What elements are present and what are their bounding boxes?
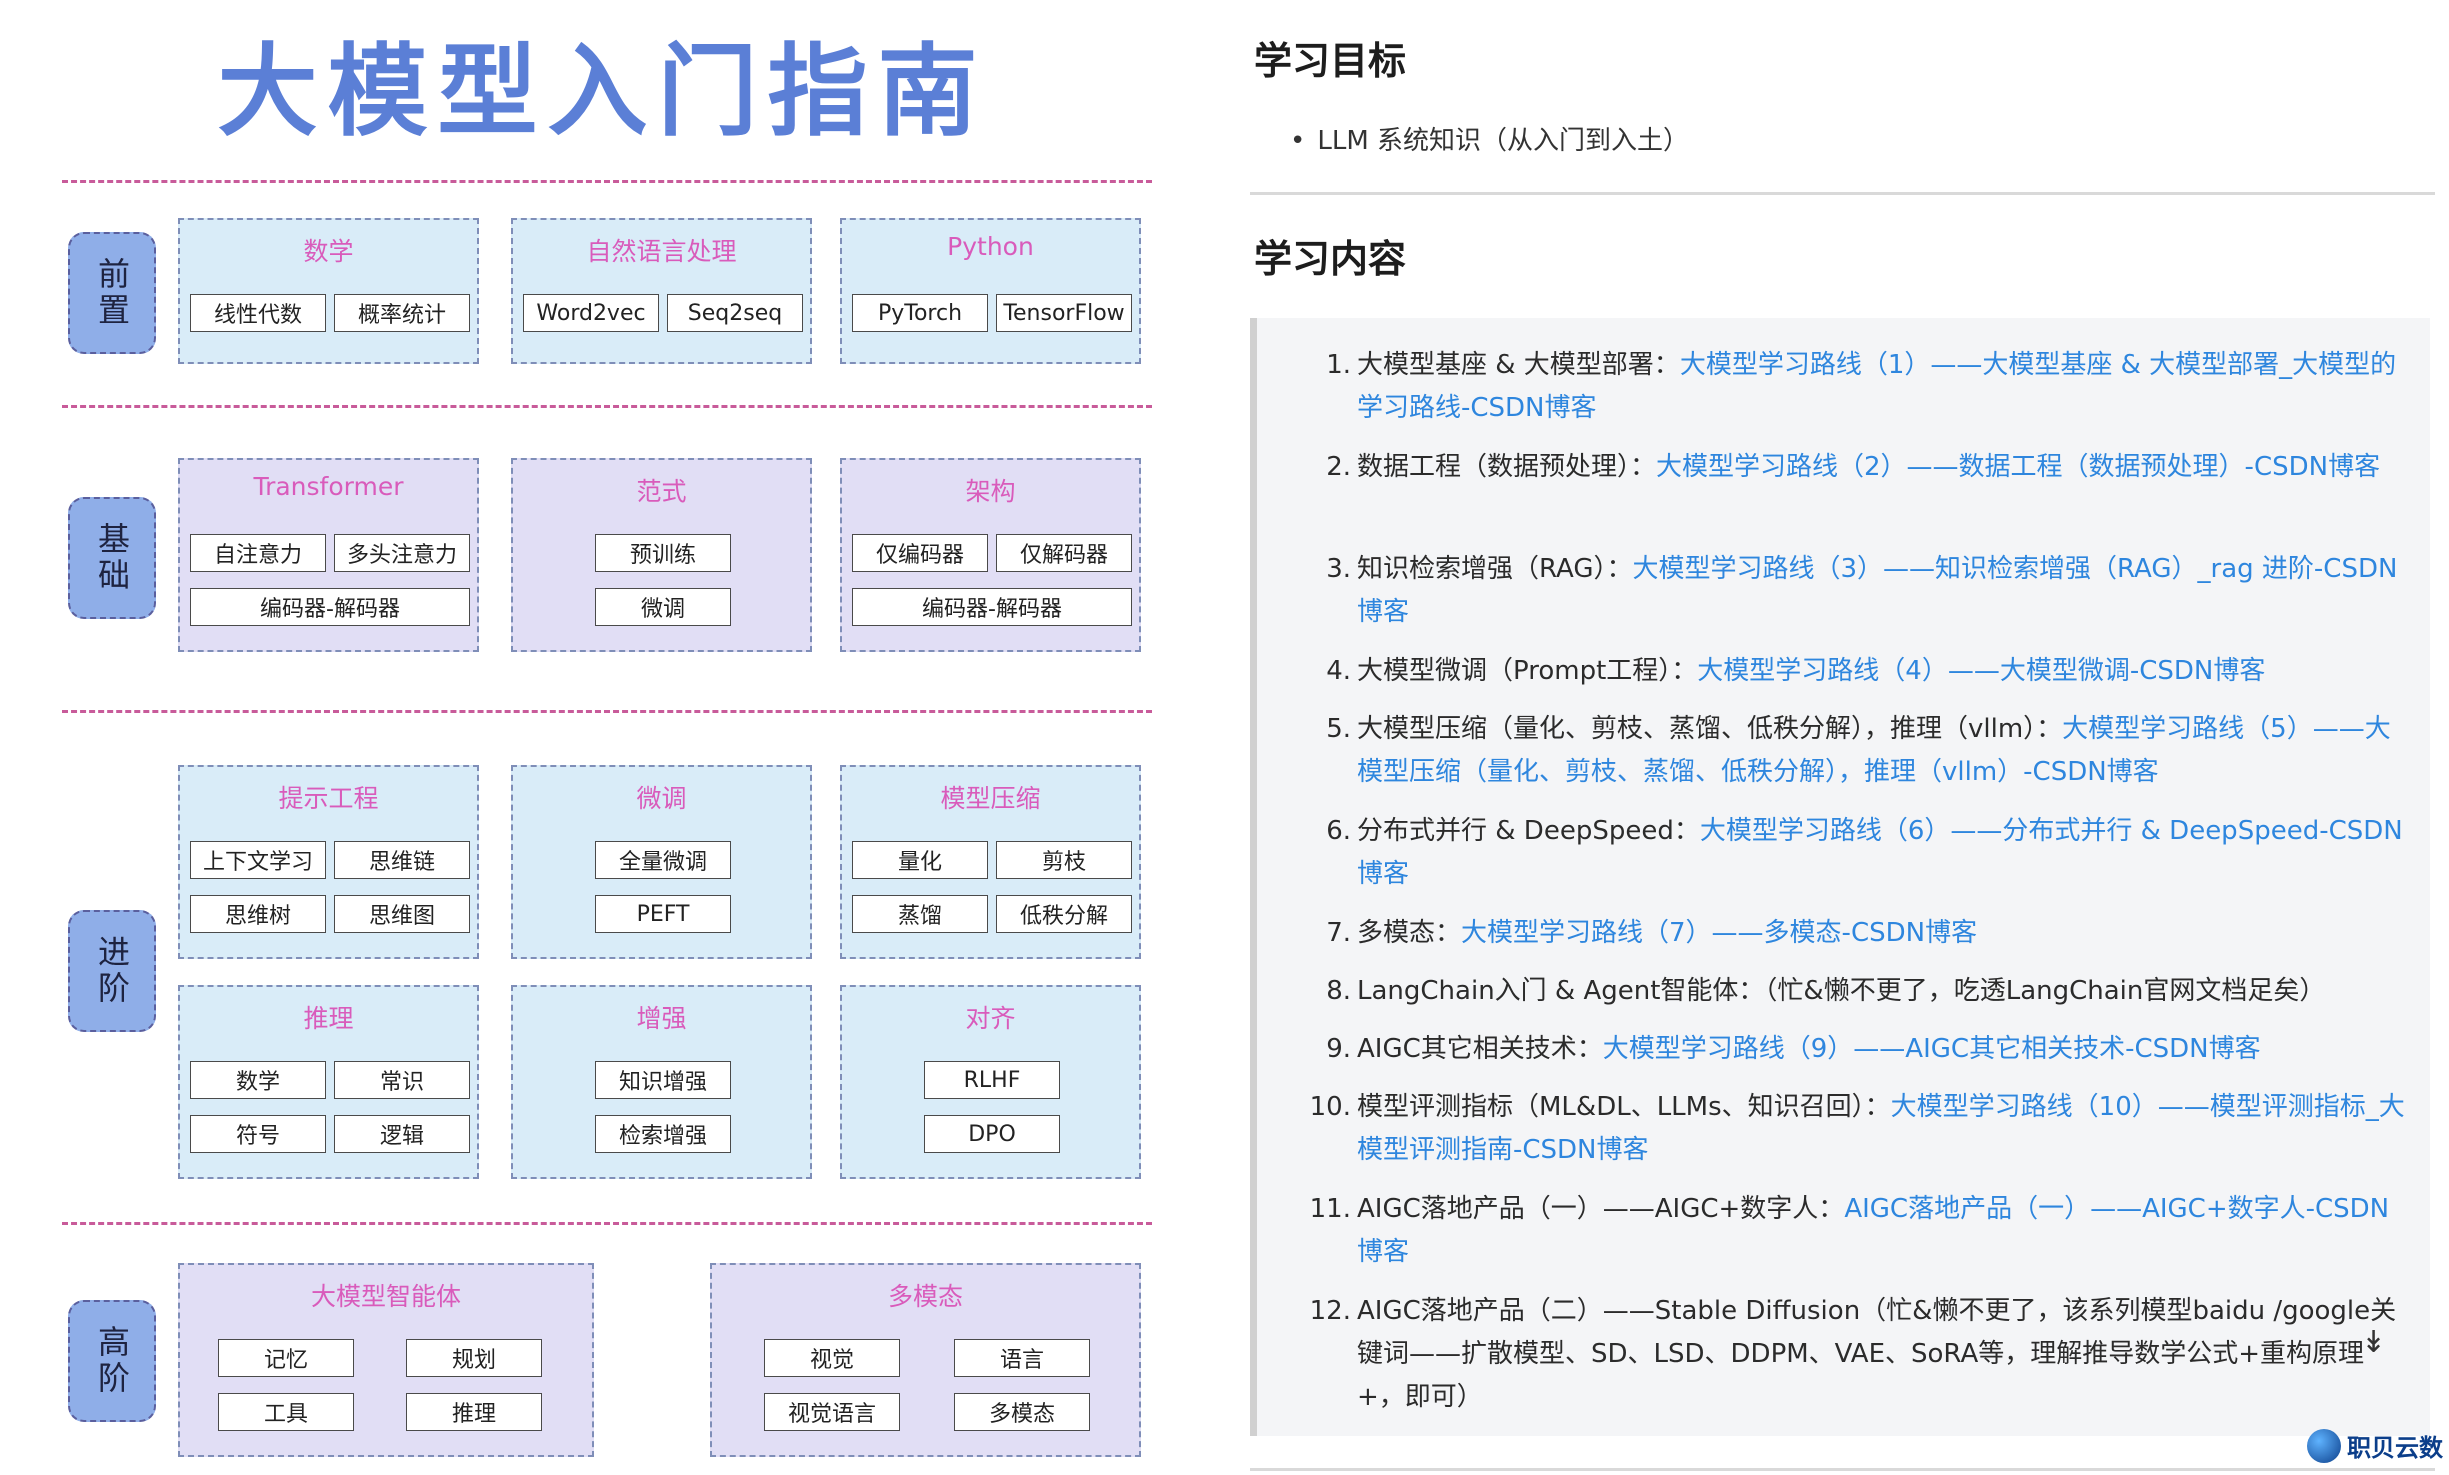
stage-basic: 基础 [68,497,156,619]
chip: 概率统计 [334,294,470,332]
chip: DPO [924,1115,1060,1153]
group-math: 数学 线性代数 概率统计 [178,218,479,364]
chip: 思维链 [334,841,470,879]
chip: 思维图 [334,895,470,933]
globe-icon [2307,1428,2341,1463]
chip: RLHF [924,1061,1060,1099]
article-link[interactable]: 大模型学习路线（10）——模型评测指标_大模型评测指南-CSDN博客 [1357,1092,2405,1165]
article-link[interactable]: 大模型学习路线（2）——数据工程（数据预处理）-CSDN博客 [1656,452,2381,482]
diagram-title: 大模型入门指南 [217,33,988,150]
chip: 工具 [218,1393,354,1431]
chip: 量化 [852,841,988,879]
chip: 仅编码器 [852,534,988,572]
chip: 仅解码器 [996,534,1132,572]
content-heading: 学习内容 [1254,237,1407,281]
divider [62,180,1152,183]
chip: 视觉 [764,1339,900,1377]
group-prompt-engineering: 提示工程 上下文学习 思维链 思维树 思维图 [178,765,479,959]
chip: 预训练 [595,534,731,572]
chip: 编码器-解码器 [852,588,1132,626]
chip: 编码器-解码器 [190,588,470,626]
chip: 上下文学习 [190,841,326,879]
double-chevron-down-icon[interactable]: ↡ [2360,1325,2386,1360]
group-alignment: 对齐 RLHF DPO [840,985,1141,1179]
group-reasoning: 推理 数学 常识 符号 逻辑 [178,985,479,1179]
watermark-logo: 职贝云数 [2307,1428,2443,1463]
group-enhancement: 增强 知识增强 检索增强 [511,985,812,1179]
article-link[interactable]: 大模型学习路线（6）——分布式并行 & DeepSpeed-CSDN博客 [1357,816,2403,889]
article-link[interactable]: 大模型学习路线（1）——大模型基座 & 大模型部署_大模型的学习路线-CSDN博… [1357,350,2397,423]
group-architecture: 架构 仅编码器 仅解码器 编码器-解码器 [840,458,1141,652]
group-paradigm: 范式 预训练 微调 [511,458,812,652]
chip: 数学 [190,1061,326,1099]
chip: 视觉语言 [764,1393,900,1431]
chip: 符号 [190,1115,326,1153]
chip: 低秩分解 [996,895,1132,933]
group-nlp: 自然语言处理 Word2vec Seq2seq [511,218,812,364]
article-link[interactable]: 大模型学习路线（7）——多模态-CSDN博客 [1461,918,1978,948]
group-finetune: 微调 全量微调 PEFT [511,765,812,959]
stage-expert: 高阶 [68,1300,156,1422]
chip: 常识 [334,1061,470,1099]
chip: 思维树 [190,895,326,933]
article-link[interactable]: 大模型学习路线（5）——大模型压缩（量化、剪枝、蒸馏、低秩分解），推理（vllm… [1357,714,2391,787]
roadmap-diagram: 大模型入门指南 前置 基础 进阶 高阶 数学 线性代数 概率统计 自然语言处理 … [0,0,1180,1475]
document-panel: 学习目标 LLM 系统知识（从入门到入土） 学习内容 1. 大模型基座 & 大模… [1250,0,2449,1475]
chip: 剪枝 [996,841,1132,879]
stage-advanced: 进阶 [68,910,156,1032]
chip: Seq2seq [667,294,803,332]
article-link[interactable]: 大模型学习路线（9）——AIGC其它相关技术-CSDN博客 [1602,1034,2261,1064]
chip: Word2vec [523,294,659,332]
stage-prereq: 前置 [68,232,156,354]
group-transformer: Transformer 自注意力 多头注意力 编码器-解码器 [178,458,479,652]
group-python: Python PyTorch TensorFlow [840,218,1141,364]
chip: 推理 [406,1393,542,1431]
divider [62,1222,1152,1225]
chip: 检索增强 [595,1115,731,1153]
chip: 多头注意力 [334,534,470,572]
article-link[interactable]: 大模型学习路线（3）——知识检索增强（RAG）_rag 进阶-CSDN博客 [1357,554,2398,627]
chip: 线性代数 [190,294,326,332]
chip: PEFT [595,895,731,933]
chip: 蒸馏 [852,895,988,933]
goal-item: LLM 系统知识（从入门到入土） [1290,120,1689,157]
chip: PyTorch [852,294,988,332]
chip: 规划 [406,1339,542,1377]
chip: 记忆 [218,1339,354,1377]
group-multimodal: 多模态 视觉 语言 视觉语言 多模态 [710,1263,1141,1457]
goal-heading: 学习目标 [1254,39,1407,83]
chip: TensorFlow [996,294,1132,332]
divider [62,710,1152,713]
chip: 知识增强 [595,1061,731,1099]
chip: 语言 [954,1339,1090,1377]
chip: 自注意力 [190,534,326,572]
content-list[interactable]: 1. 大模型基座 & 大模型部署：大模型学习路线（1）——大模型基座 & 大模型… [1250,318,2430,1436]
divider [1250,1468,2435,1471]
chip: 多模态 [954,1393,1090,1431]
divider [1250,192,2435,195]
article-link[interactable]: AIGC落地产品（一）——AIGC+数字人-CSDN博客 [1357,1194,2390,1267]
divider [62,405,1152,408]
chip: 微调 [595,588,731,626]
group-compression: 模型压缩 量化 剪枝 蒸馏 低秩分解 [840,765,1141,959]
chip: 逻辑 [334,1115,470,1153]
group-agent: 大模型智能体 记忆 规划 工具 推理 [178,1263,594,1457]
article-link[interactable]: 大模型学习路线（4）——大模型微调-CSDN博客 [1697,656,2266,686]
chip: 全量微调 [595,841,731,879]
